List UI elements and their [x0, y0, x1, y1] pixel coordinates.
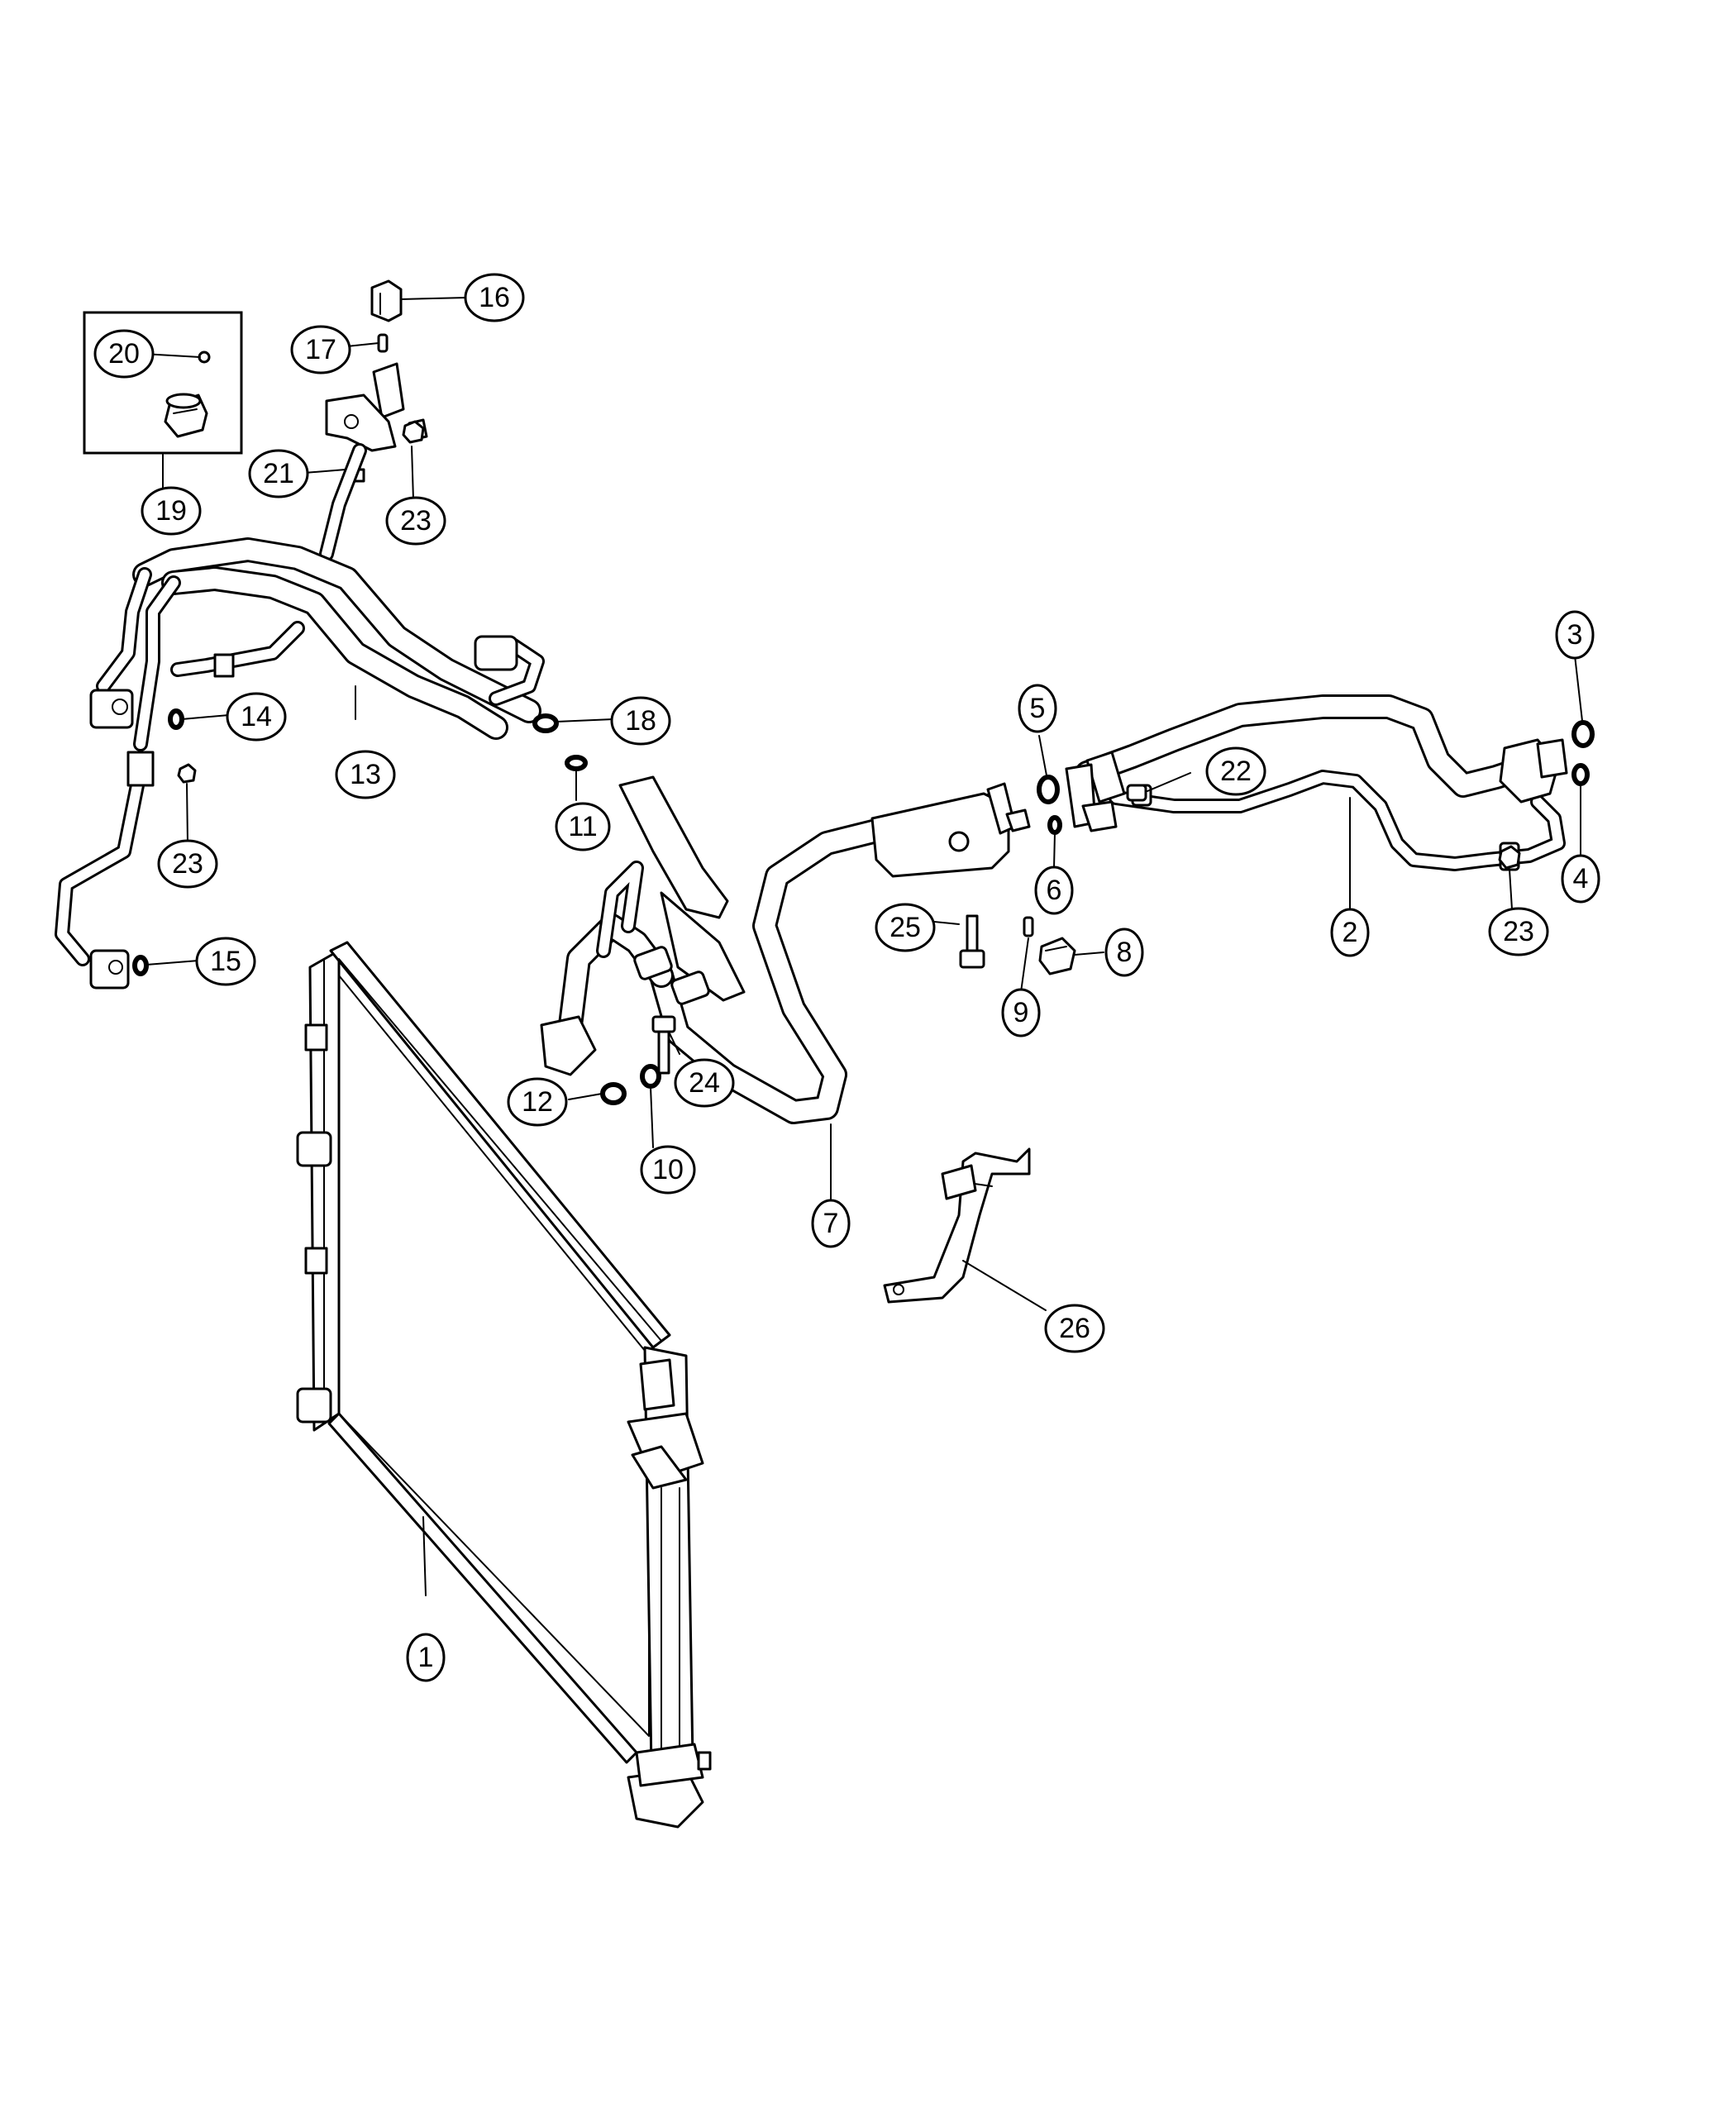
- svg-text:8: 8: [1117, 937, 1133, 968]
- svg-text:20: 20: [108, 338, 140, 370]
- callout-19: 19: [141, 486, 202, 536]
- callout-18: 18: [610, 696, 671, 746]
- callout-24: 24: [674, 1058, 735, 1108]
- o-ring-4: [1571, 763, 1590, 786]
- svg-text:17: 17: [305, 334, 336, 365]
- svg-text:14: 14: [241, 701, 272, 732]
- svg-text:26: 26: [1059, 1313, 1090, 1344]
- callout-11: 11: [555, 802, 611, 851]
- svg-text:22: 22: [1220, 756, 1252, 787]
- valve-core-22: [1126, 784, 1147, 802]
- o-ring-3: [1571, 720, 1595, 748]
- nut-23-top: [402, 420, 425, 444]
- o-ring-5: [1037, 775, 1060, 804]
- callout-13: 13: [335, 750, 396, 799]
- callout-20: 20: [93, 329, 155, 379]
- callout-2: 2: [1330, 908, 1370, 957]
- bolt-24: [651, 1015, 676, 1075]
- callout-12: 12: [507, 1077, 568, 1127]
- o-ring-10: [640, 1064, 661, 1089]
- o-ring-11: [565, 755, 588, 771]
- nut-23-right: [1498, 845, 1521, 870]
- callout-7: 7: [811, 1199, 851, 1248]
- o-ring-18: [532, 713, 559, 733]
- callout-26: 26: [1044, 1304, 1105, 1353]
- bracket: [883, 1147, 1031, 1304]
- pressure-switch: [164, 393, 208, 438]
- callout-17: 17: [290, 325, 351, 374]
- svg-text:7: 7: [823, 1208, 839, 1239]
- bolt-25: [959, 914, 985, 969]
- cap-8: [1038, 937, 1076, 975]
- o-ring-6: [1047, 815, 1062, 835]
- callout-23-left: 23: [157, 839, 218, 889]
- svg-text:25: 25: [889, 912, 921, 943]
- callout-16: 16: [464, 273, 525, 322]
- callout-8: 8: [1104, 928, 1144, 977]
- o-ring-12: [600, 1082, 627, 1105]
- callout-23-right: 23: [1488, 907, 1549, 956]
- callout-6: 6: [1034, 866, 1074, 915]
- svg-text:10: 10: [652, 1154, 684, 1185]
- callout-9: 9: [1001, 988, 1041, 1037]
- discharge-line-hose-assembly: [540, 775, 1031, 1124]
- svg-text:23: 23: [400, 505, 432, 537]
- svg-text:2: 2: [1343, 917, 1358, 948]
- callout-23-top: 23: [385, 496, 446, 546]
- svg-text:15: 15: [210, 946, 241, 977]
- svg-text:16: 16: [479, 282, 510, 313]
- svg-text:4: 4: [1573, 863, 1589, 894]
- svg-text:13: 13: [350, 759, 381, 790]
- pressure-switch-kit-box: [83, 311, 243, 455]
- leader-lines: [142, 297, 1583, 1596]
- svg-text:19: 19: [155, 495, 187, 527]
- nut-23-left: [177, 763, 197, 784]
- svg-text:9: 9: [1013, 997, 1029, 1028]
- svg-text:6: 6: [1047, 875, 1062, 906]
- callout-22: 22: [1205, 746, 1266, 796]
- svg-text:5: 5: [1030, 693, 1046, 724]
- callout-3: 3: [1555, 610, 1595, 660]
- callout-21: 21: [248, 449, 309, 498]
- callout-5: 5: [1018, 684, 1057, 733]
- svg-text:11: 11: [568, 811, 597, 842]
- callout-4: 4: [1561, 854, 1600, 904]
- svg-text:18: 18: [625, 705, 656, 737]
- svg-text:12: 12: [522, 1086, 553, 1118]
- o-ring-14: [168, 708, 184, 730]
- callout-1: 1: [406, 1633, 446, 1682]
- o-ring-15: [132, 955, 149, 976]
- liquid-line-hose-assembly: [55, 443, 545, 990]
- callout-15: 15: [195, 937, 256, 986]
- condenser-assembly: [296, 941, 712, 1829]
- callout-14: 14: [226, 692, 287, 742]
- svg-text:23: 23: [172, 848, 203, 880]
- svg-text:21: 21: [263, 458, 294, 489]
- svg-text:24: 24: [689, 1067, 720, 1099]
- valve-core-9: [1023, 916, 1034, 937]
- svg-text:23: 23: [1503, 916, 1534, 947]
- svg-text:1: 1: [418, 1642, 434, 1673]
- svg-text:3: 3: [1567, 619, 1583, 651]
- callout-25: 25: [875, 903, 936, 952]
- callout-10: 10: [640, 1145, 696, 1195]
